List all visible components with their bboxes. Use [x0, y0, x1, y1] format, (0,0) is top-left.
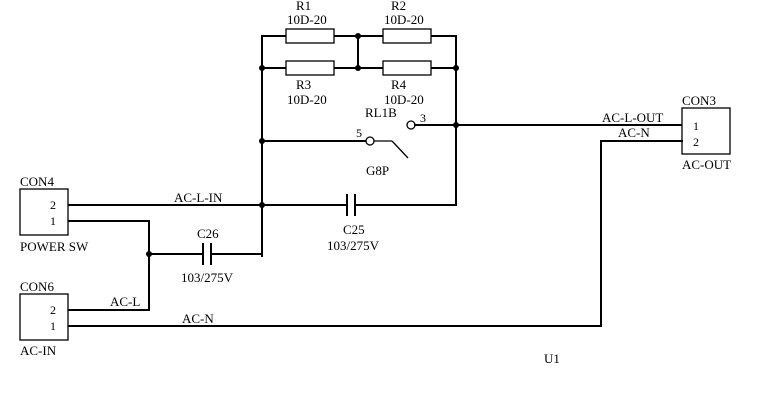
r1-ref-label: R1 — [296, 0, 311, 13]
con6-pin1-label: 2 — [50, 303, 56, 317]
junction-dots — [146, 33, 459, 257]
connector-con3 — [681, 107, 731, 155]
ac-n-out-net-label: AC-N — [618, 125, 650, 140]
relay-model-label: G8P — [366, 163, 389, 178]
c25-value-label: 103/275V — [327, 238, 380, 253]
ac-n-net-label: AC-N — [182, 311, 214, 326]
relay-pin-5-terminal — [365, 136, 375, 146]
unit-label: U1 — [544, 351, 560, 366]
resistor-r2 — [382, 28, 432, 44]
con4-name-label: POWER SW — [20, 239, 89, 254]
con4-pin2-label: 1 — [50, 214, 56, 228]
ac-l-out-net-label: AC-L-OUT — [602, 110, 663, 125]
relay-contact — [261, 120, 457, 159]
relay-pin-3-terminal — [406, 120, 416, 130]
r4-ref-label: R4 — [391, 77, 407, 92]
resistor-r1 — [285, 28, 335, 44]
connector-con6 — [19, 293, 69, 341]
con6-pin2-label: 1 — [50, 319, 56, 333]
ac-l-in-net-label: AC-L-IN — [174, 190, 223, 205]
r1-value-label: 10D-20 — [287, 12, 327, 27]
con3-pin1-label: 1 — [693, 119, 699, 133]
r3-value-label: 10D-20 — [287, 92, 327, 107]
resistor-r3 — [285, 60, 335, 76]
con3-ref-label: CON3 — [682, 93, 716, 108]
r3-ref-label: R3 — [296, 77, 311, 92]
relay-pin-b-label: 3 — [420, 111, 426, 125]
con3-pin2-label: 2 — [693, 135, 699, 149]
r2-value-label: 10D-20 — [384, 12, 424, 27]
con6-ref-label: CON6 — [20, 279, 54, 294]
relay-pin-a-label: 5 — [356, 126, 362, 140]
c26-branch-wire — [67, 220, 263, 311]
con4-ref-label: CON4 — [20, 174, 54, 189]
ac-l-in-wire — [67, 194, 457, 216]
ac-n-wire — [67, 140, 683, 327]
c26-ref-label: C26 — [197, 226, 219, 241]
resistor-r4 — [382, 60, 432, 76]
r2-ref-label: R2 — [391, 0, 406, 13]
con3-name-label: AC-OUT — [682, 157, 731, 172]
relay-ref-label: RL1B — [365, 105, 397, 120]
connector-con4 — [19, 188, 69, 236]
c25-ref-label: C25 — [343, 222, 365, 237]
c26-value-label: 103/275V — [181, 270, 234, 285]
con6-name-label: AC-IN — [20, 343, 57, 358]
ac-l-net-label: AC-L — [110, 294, 140, 309]
r4-value-label: 10D-20 — [384, 92, 424, 107]
con4-pin1-label: 2 — [50, 198, 56, 212]
